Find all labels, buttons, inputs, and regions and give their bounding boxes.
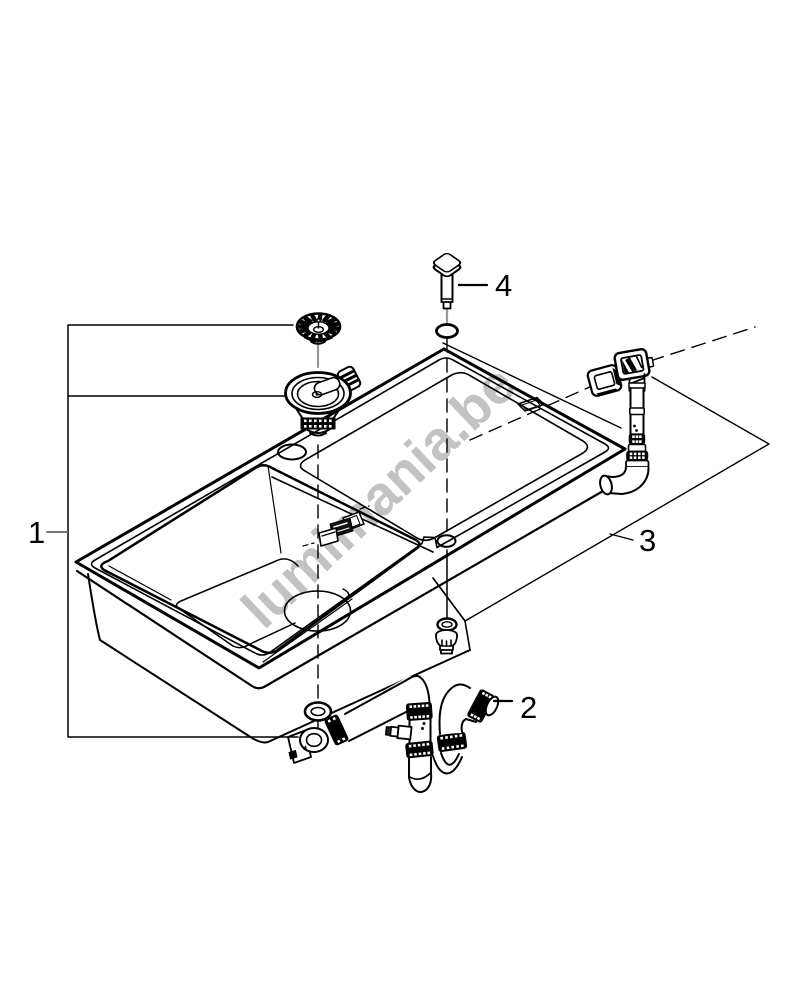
- svg-text:2: 2: [520, 690, 537, 725]
- svg-text:1: 1: [28, 515, 45, 550]
- svg-text:4: 4: [495, 268, 512, 303]
- svg-text:3: 3: [639, 523, 656, 558]
